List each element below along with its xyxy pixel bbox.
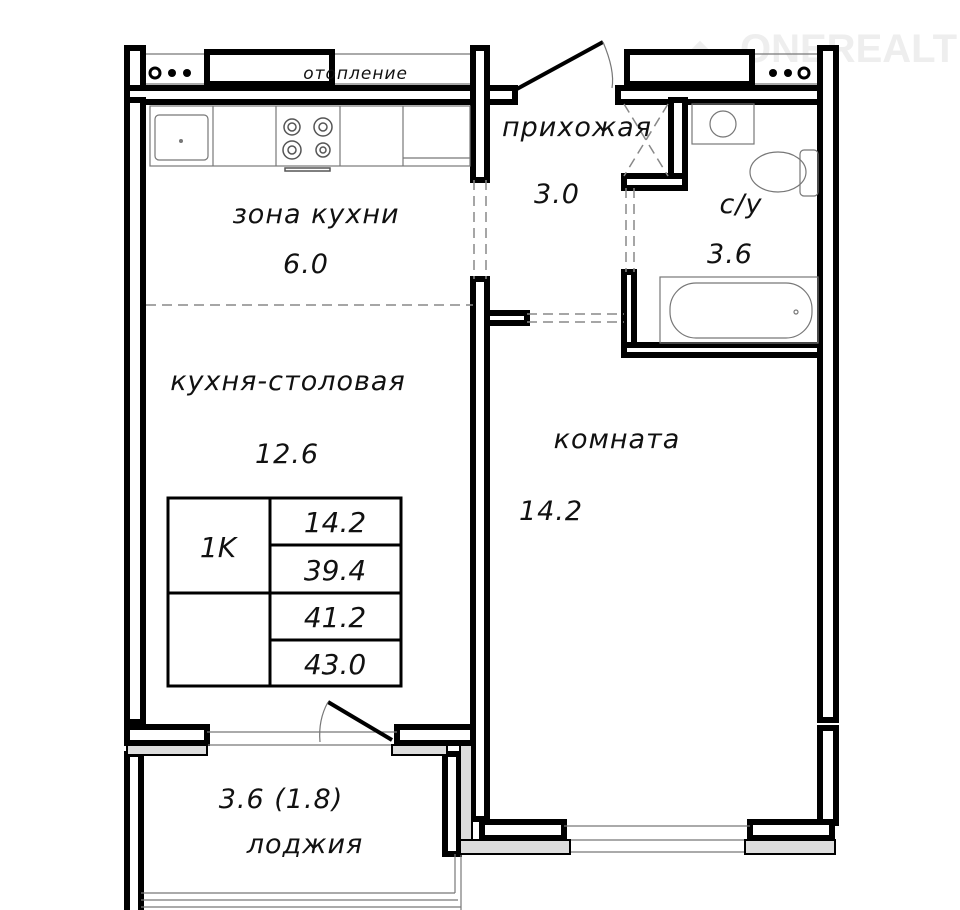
- total-area-full: 43.0: [304, 648, 366, 681]
- room-area: 14.2: [519, 496, 583, 527]
- kitchen-dining-area: 12.6: [255, 439, 319, 470]
- kitchen-zone-name: зона кухни: [232, 199, 399, 230]
- stove-icon: [282, 117, 333, 172]
- summary-table: 1K 14.2 39.4 41.2 43.0: [166, 496, 403, 688]
- wall-loggia-right: [442, 751, 462, 857]
- total-area-reduced: 41.2: [304, 601, 366, 634]
- walls: [124, 45, 839, 910]
- loggia-area: 3.6 (1.8): [219, 784, 344, 815]
- svg-text:ONEREALT: ONEREALT: [740, 27, 957, 71]
- wall-kitchen-hall: [470, 45, 490, 183]
- wall-room-bottom-left: [479, 819, 567, 841]
- kitchen-counter: [149, 105, 471, 172]
- wall-stub: [484, 310, 530, 326]
- total-area-no-loggia: 39.4: [304, 554, 366, 587]
- window-kitchen: [204, 49, 335, 87]
- insulation-hatch: [126, 744, 836, 855]
- windows: [141, 731, 750, 910]
- wall-bath-lower: [621, 269, 637, 357]
- bathtub-icon: [659, 276, 819, 344]
- hallway-name: прихожая: [502, 112, 652, 143]
- kitchen-zone-area: 6.0: [283, 249, 329, 280]
- wall-loggia-left: [124, 751, 144, 910]
- apartment-type: 1K: [200, 531, 239, 564]
- washbasin-icon: [691, 103, 755, 145]
- wall-kitchen-bottom-right: [394, 724, 476, 746]
- toilet-icon: [749, 151, 807, 193]
- wall-room-bottom-right: [747, 819, 835, 841]
- doors: [319, 40, 614, 743]
- wall-left: [124, 97, 146, 725]
- window-bath-vent: [624, 49, 755, 87]
- heating-label: отопление: [303, 64, 408, 84]
- bathroom-area: 3.6: [707, 239, 753, 270]
- wall-kitchen-bottom-left: [124, 724, 210, 746]
- room-name: комната: [554, 424, 681, 455]
- wall-right-lower: [817, 725, 839, 826]
- bathroom-fixtures: [659, 103, 819, 344]
- kitchen-dining-name: кухня-столовая: [170, 366, 405, 397]
- loggia-name: лоджия: [246, 829, 364, 860]
- wall-bath-horizontal: [621, 173, 688, 191]
- wall-bath-bottom: [621, 342, 823, 358]
- living-area: 14.2: [304, 506, 366, 539]
- wall-right: [817, 45, 839, 723]
- sink-icon: [154, 114, 209, 161]
- wall-top-bath: [615, 85, 839, 105]
- loggia-door: [326, 700, 394, 742]
- hallway-area: 3.0: [534, 179, 580, 210]
- entrance-door: [514, 40, 604, 92]
- wall-top-kitchen: [124, 85, 518, 105]
- heating-riser-icon: [148, 66, 811, 80]
- bathroom-name: с/у: [720, 189, 763, 220]
